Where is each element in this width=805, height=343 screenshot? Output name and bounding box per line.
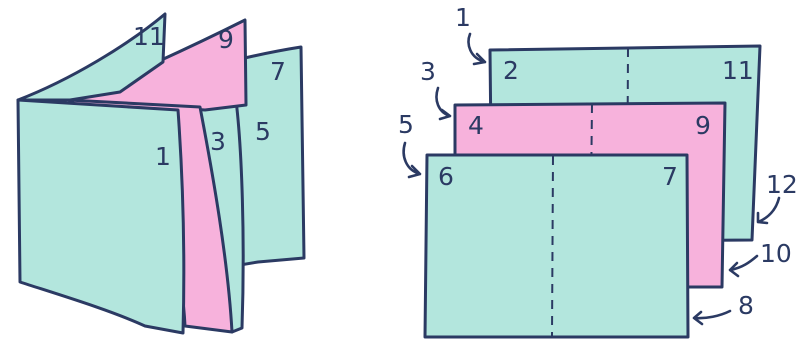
sheet-bottom-fold-line <box>551 155 554 337</box>
page-number-5: 5 <box>255 117 271 146</box>
right-sheets: 2 11 4 9 6 7 1 3 5 <box>398 3 798 339</box>
page-number-9: 9 <box>218 25 234 54</box>
label-8: 8 <box>738 291 754 320</box>
label-1: 1 <box>455 3 471 32</box>
page-number-7: 7 <box>270 57 286 86</box>
page-number-1: 1 <box>155 142 171 171</box>
page-number-2: 2 <box>503 56 519 85</box>
label-12: 12 <box>766 170 798 199</box>
page-number-9-sheet: 9 <box>695 111 711 140</box>
label-10: 10 <box>760 239 792 268</box>
label-5: 5 <box>398 110 414 139</box>
sheet-bottom-paper <box>423 153 690 339</box>
page-number-7-sheet: 7 <box>662 162 678 191</box>
page-number-4: 4 <box>468 111 484 140</box>
label-3: 3 <box>420 57 436 86</box>
left-booklet: 7 5 9 3 11 1 <box>16 12 306 335</box>
label-10-arrow: 10 <box>728 239 792 278</box>
label-3-arrow: 3 <box>420 57 452 121</box>
arrow-12-icon <box>756 196 781 225</box>
arrow-8-icon <box>692 309 732 326</box>
outer-spread-front-page <box>16 98 186 335</box>
outer-spread: 11 1 <box>16 12 186 335</box>
page-number-11: 11 <box>133 22 165 51</box>
arrow-5-icon <box>402 141 422 179</box>
outer-spread-back-page <box>16 12 167 102</box>
label-12-arrow: 12 <box>756 170 798 225</box>
label-8-arrow: 8 <box>692 291 754 326</box>
label-5-arrow: 5 <box>398 110 422 179</box>
page-number-11-sheet: 11 <box>722 56 754 85</box>
page-number-3: 3 <box>210 127 226 156</box>
sheet-bottom: 6 7 <box>423 153 690 339</box>
label-1-arrow: 1 <box>455 3 487 66</box>
arrow-3-icon <box>435 86 452 121</box>
arrow-10-icon <box>728 254 759 278</box>
page-number-6: 6 <box>438 162 454 191</box>
arrow-1-icon <box>467 32 487 66</box>
